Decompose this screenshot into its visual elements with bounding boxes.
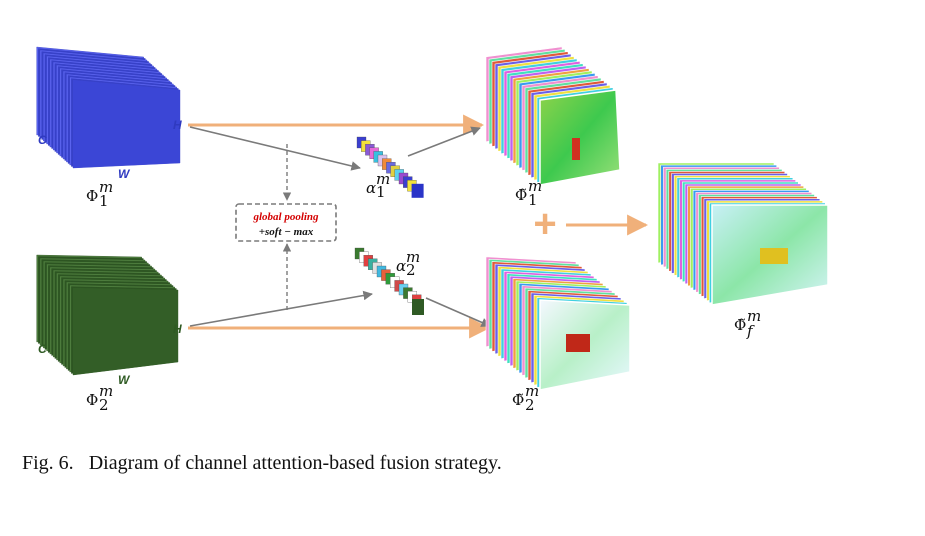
alpha1-weight-vector	[356, 136, 424, 198]
phi1-subscript: 1	[99, 192, 109, 210]
phi2-tilde-symbol: Φ̃	[512, 391, 524, 409]
phi2-tilde-label: Φ̃ 2 m	[512, 382, 539, 414]
phif-tilde-superscript: m	[747, 307, 761, 325]
alpha1-label: α 1 m	[366, 170, 390, 201]
phi2-symbol: Φ	[86, 391, 98, 409]
pooling-line2: +soft − max	[259, 226, 314, 238]
alpha2-symbol: α	[396, 257, 406, 275]
alpha2-weight-vector	[354, 247, 424, 315]
phi1-label: Φ 1 m	[86, 178, 113, 210]
phi2-tilde-superscript: m	[525, 382, 539, 400]
phi2-superscript: m	[99, 382, 113, 400]
alpha1-symbol: α	[366, 179, 376, 197]
dim-c-label-2: C	[38, 342, 47, 356]
output-feature-stack-1	[485, 46, 621, 186]
phi1-tilde-superscript: m	[528, 177, 542, 195]
phi1-tilde-subscript: 1	[528, 191, 538, 209]
phif-tilde-subscript: f	[746, 322, 755, 340]
dim-c-label-1: C	[38, 133, 47, 147]
global-pooling-box: global pooling +soft − max	[235, 203, 337, 242]
phi2-tilde-subscript: 2	[525, 396, 535, 414]
arrow-input2-to-alpha2	[189, 290, 373, 327]
output-feature-stack-2	[485, 256, 631, 391]
alpha2-subscript: 2	[406, 261, 416, 279]
dim-w-label-1: W	[118, 167, 131, 181]
dim-h-label-1: H	[173, 118, 182, 132]
arrow-alpha1-to-output1	[407, 126, 481, 157]
phi1-superscript: m	[99, 178, 113, 196]
alpha2-label: α 2 m	[396, 248, 420, 279]
phi1-symbol: Φ	[86, 187, 98, 205]
plus-sign: +	[533, 202, 556, 246]
phi1-tilde-symbol: Φ̃	[515, 186, 527, 204]
input-feature-cube-1	[36, 46, 181, 169]
figure-number: Fig. 6.	[22, 452, 74, 474]
dim-w-label-2: W	[118, 373, 131, 387]
phif-tilde-label: Φ̃ f m	[734, 307, 761, 340]
caption-text: Diagram of channel attention-based fusio…	[88, 452, 502, 474]
dim-h-label-2: H	[173, 322, 182, 336]
pooling-line1: global pooling	[252, 211, 319, 223]
alpha1-subscript: 1	[376, 183, 386, 201]
alpha2-superscript: m	[406, 248, 420, 266]
phi2-label: Φ 2 m	[86, 382, 113, 414]
phif-tilde-symbol: Φ̃	[734, 316, 746, 334]
input-feature-cube-2	[36, 254, 179, 376]
arrow-input1-to-alpha1	[189, 126, 361, 171]
phi2-subscript: 2	[99, 396, 109, 414]
alpha1-superscript: m	[376, 170, 390, 188]
phi1-tilde-label: Φ̃ 1 m	[515, 177, 542, 209]
arrow-alpha2-to-output2	[425, 297, 491, 327]
figure-caption: Fig. 6. Diagram of channel attention-bas…	[22, 452, 502, 475]
fused-feature-stack	[657, 162, 829, 306]
